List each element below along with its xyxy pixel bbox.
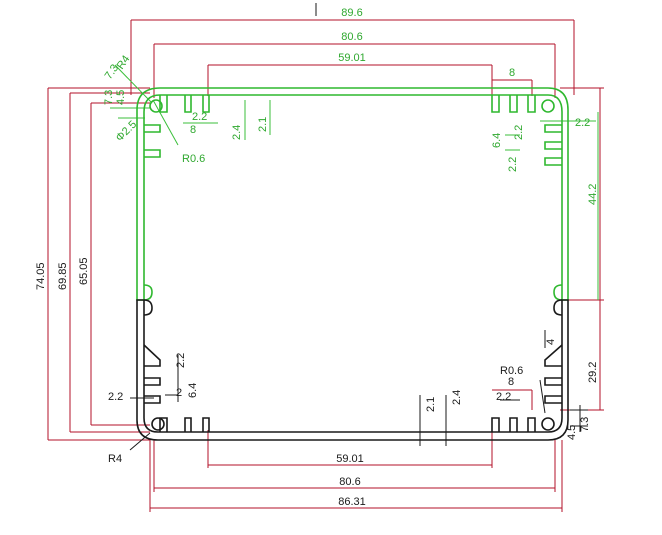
dim-top-inner: 80.6: [341, 31, 362, 43]
dim-top-overall: 89.6: [341, 7, 362, 19]
dimension-lines-green: [110, 64, 599, 300]
dim-right-lower: 29.2: [587, 362, 599, 383]
dim-left-fin22b: 2.2: [108, 391, 123, 403]
dim-left-inner: 65.05: [78, 257, 90, 285]
dim-bottom-inner: 80.6: [339, 476, 360, 488]
dim-left-outer: 74.05: [35, 262, 47, 290]
dim-right-bot73: 7.3: [579, 417, 591, 432]
dimension-labels: 89.6 80.6 59.01 8 R4 7.3 7.3 4.5 Φ2.5 R0…: [35, 7, 599, 508]
dim-top-fin-group: 8: [509, 67, 515, 79]
dim-top-45: 4.5: [115, 90, 127, 105]
dim-top-fillet: R0.6: [182, 153, 205, 165]
dim-right-fin22-vert: 2.2: [513, 125, 525, 140]
dim-top-slot24: 2.4: [231, 125, 243, 140]
dim-right-fin4: 4: [545, 339, 557, 345]
dim-bottom-slot21: 2.1: [425, 397, 437, 412]
dim-right-fin22b: 2.2: [575, 117, 590, 129]
dim-bottom-fillet: R0.6: [500, 365, 523, 377]
dim-top-73: 7.3: [103, 90, 115, 105]
dim-bottom-slot-span: 59.01: [336, 453, 364, 465]
dim-top-hole: Φ2.5: [114, 119, 140, 145]
dimension-lines-black: [129, 3, 588, 451]
dimension-lines: [47, 19, 604, 512]
dim-bottom-slot8: 8: [508, 376, 514, 388]
dim-left-fin2: 2: [176, 387, 182, 399]
profile-bottom-half: [136, 299, 569, 441]
dim-top-slot8: 8: [190, 124, 196, 136]
dim-left-fin64: 6.4: [187, 383, 199, 398]
dim-bottom-slot24: 2.4: [451, 390, 463, 405]
dim-left-mid: 69.85: [57, 262, 69, 290]
dim-right-bot45: 4.5: [566, 425, 578, 440]
dim-left-fin22: 2.2: [175, 353, 187, 368]
dim-right-fin22a: 2.2: [507, 157, 519, 172]
dim-top-slot-span: 59.01: [338, 52, 366, 64]
dim-right-fin64: 6.4: [491, 133, 503, 148]
dim-top-slot22: 2.2: [192, 111, 207, 123]
dim-left-radius: R4: [108, 453, 122, 465]
dim-top-slot21: 2.1: [257, 117, 269, 132]
dim-right-upper: 44.2: [587, 184, 599, 205]
dim-bottom-overall: 86.31: [338, 496, 366, 508]
dim-bottom-slot22: 2.2: [496, 391, 511, 403]
